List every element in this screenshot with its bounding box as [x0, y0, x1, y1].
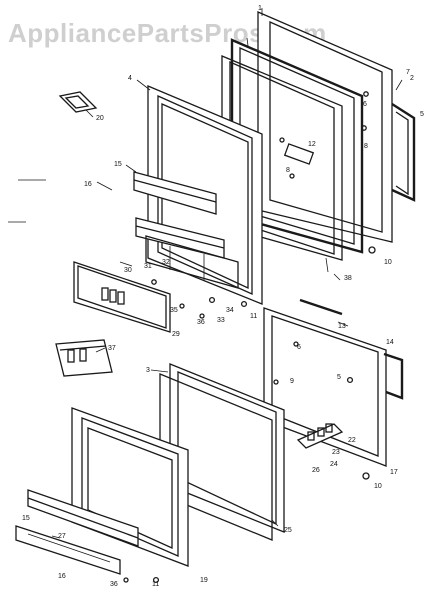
callout-c32: 32 — [162, 259, 170, 266]
callout-c5: 5 — [420, 111, 424, 118]
callout-c11b: 11 — [152, 581, 159, 588]
callout-c16: 16 — [84, 181, 92, 188]
callout-c17: 17 — [390, 469, 398, 476]
callout-c33: 33 — [217, 317, 225, 324]
callout-c10: 10 — [384, 259, 392, 266]
ice-tray-part — [58, 91, 98, 113]
control-panel — [73, 261, 248, 333]
callout-c8b: 8 — [286, 167, 290, 174]
callout-c30: 30 — [124, 267, 132, 274]
callout-c23: 23 — [332, 449, 340, 456]
freezer-door-outer-panel — [221, 11, 416, 273]
callout-c35: 35 — [170, 307, 178, 314]
callout-c15: 15 — [114, 161, 122, 168]
callout-c9: 9 — [290, 378, 294, 385]
callout-c7: 7 — [406, 69, 410, 76]
callout-c27: 27 — [58, 533, 66, 540]
callout-c15b: 15 — [22, 515, 30, 522]
callout-c3: 3 — [146, 367, 150, 374]
leader-lines — [8, 8, 403, 539]
callout-c8: 8 — [364, 143, 368, 150]
callout-c1: 1 — [258, 5, 262, 12]
callout-c14: 14 — [386, 339, 394, 346]
callout-c24: 24 — [330, 461, 338, 468]
callout-c22: 22 — [348, 437, 356, 444]
callout-c31: 31 — [144, 263, 152, 270]
callout-c26: 26 — [312, 467, 320, 474]
callout-c16b: 16 — [58, 573, 66, 580]
callout-c6: 6 — [363, 101, 367, 108]
callout-c10b: 10 — [374, 483, 382, 490]
callout-c11: 11 — [250, 313, 257, 320]
callout-c20: 20 — [96, 115, 104, 122]
callout-c5b: 5 — [337, 374, 341, 381]
callout-c38: 38 — [344, 275, 352, 282]
freezer-door-liner — [133, 85, 263, 305]
fresh-food-door-liner — [15, 407, 189, 584]
callout-c36: 36 — [197, 319, 205, 326]
callout-c37: 37 — [108, 345, 116, 352]
callout-labels: 1234556678891010111112131415151616171920… — [22, 5, 424, 588]
callout-c2: 2 — [410, 75, 414, 82]
callout-c19: 19 — [200, 577, 208, 584]
callout-c4: 4 — [128, 75, 132, 82]
callout-c29: 29 — [172, 331, 180, 338]
callout-c36b: 36 — [110, 581, 118, 588]
callout-c25: 25 — [284, 527, 292, 534]
callout-c13: 13 — [338, 323, 346, 330]
callout-c12: 12 — [308, 141, 316, 148]
fresh-food-door-outer-panel — [263, 298, 404, 480]
door-bin — [55, 339, 113, 377]
callout-c34: 34 — [226, 307, 234, 314]
callout-c6b: 6 — [297, 344, 301, 351]
